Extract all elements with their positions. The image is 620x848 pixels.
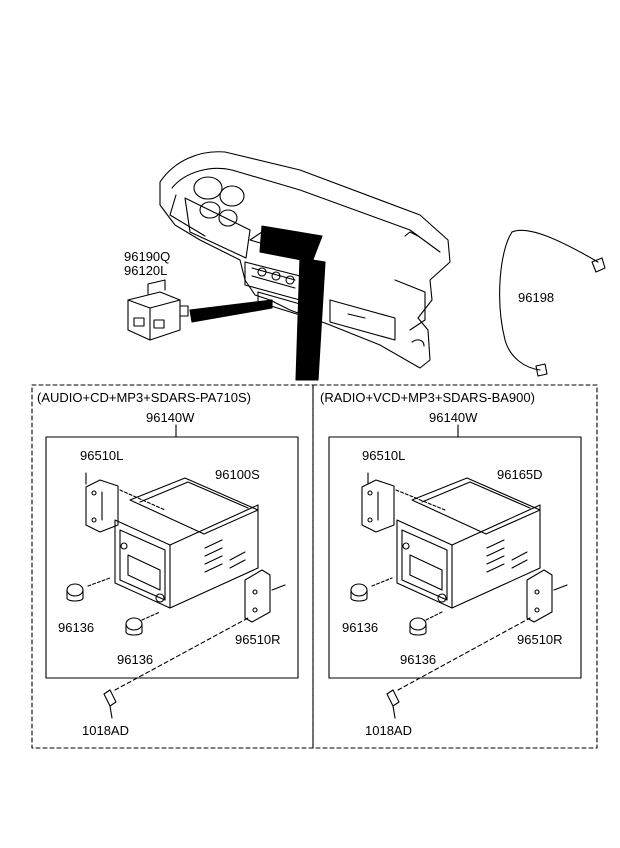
right-knob-label-a: 96136 (342, 620, 379, 635)
right-knob-label-b: 96136 (400, 652, 437, 667)
left-knob-label-b: 96136 (117, 652, 154, 667)
left-knob-label-a: 96136 (58, 620, 95, 635)
right-group-title: (RADIO+VCD+MP3+SDARS-BA900) (320, 390, 535, 405)
left-bracket-right-label: 96510R (235, 632, 281, 647)
dashboard-illustration (159, 151, 451, 381)
module-label-96120l: 96120L (124, 263, 168, 278)
head-unit-left (66, 472, 286, 719)
left-unit-label: 96140W (146, 410, 195, 425)
left-group-title: (AUDIO+CD+MP3+SDARS-PA710S) (37, 390, 251, 405)
right-unit-label: 96140W (429, 410, 478, 425)
head-unit-right (350, 472, 568, 719)
left-head-unit-label: 96100S (215, 467, 260, 482)
left-bolt-label: 1018AD (82, 723, 129, 738)
right-bracket-left-label: 96510L (362, 448, 406, 463)
antenna-cable (499, 229, 606, 377)
switch-module (127, 279, 189, 341)
right-head-unit-label: 96165D (497, 467, 543, 482)
right-bracket-right-label: 96510R (517, 632, 563, 647)
left-bracket-left-label: 96510L (80, 448, 124, 463)
module-label-96190q: 96190Q (124, 249, 171, 264)
antenna-label: 96198 (518, 290, 555, 305)
right-bolt-label: 1018AD (365, 723, 412, 738)
